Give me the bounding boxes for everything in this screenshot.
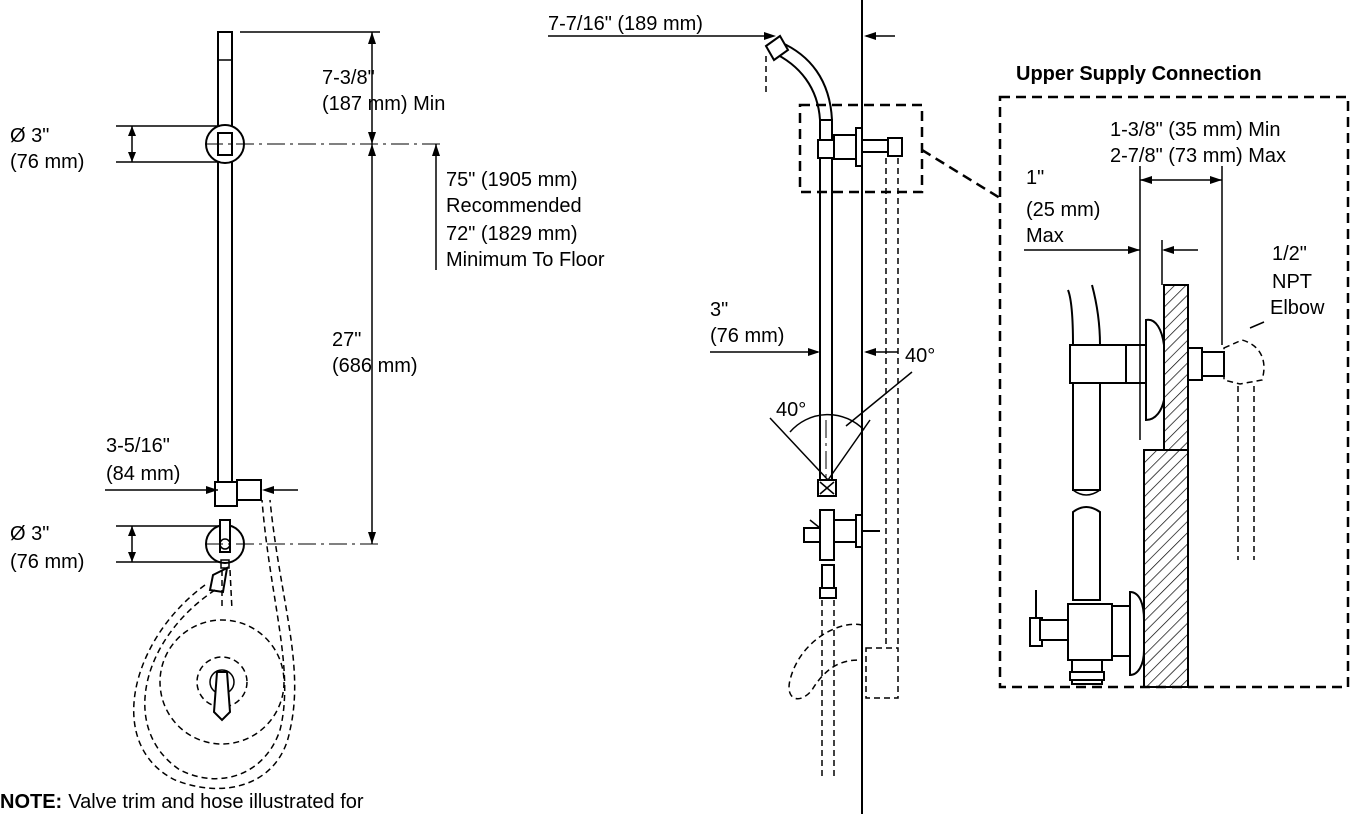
note: NOTE: Valve trim and hose illustrated for xyxy=(0,791,364,813)
wall-max: 1" xyxy=(1026,167,1044,189)
minimum-height: 72" (1829 mm) xyxy=(446,223,578,245)
angle-left: 40° xyxy=(776,399,806,421)
upper-diameter-mm: (76 mm) xyxy=(10,151,84,173)
bar-length-mm: (686 mm) xyxy=(332,355,418,377)
elbow-type: NPT xyxy=(1272,271,1312,293)
lower-diameter-mm: (76 mm) xyxy=(10,551,84,573)
arm-reach: 7-7/16" (189 mm) xyxy=(548,13,703,35)
wall-max-label: Max xyxy=(1026,225,1064,247)
shower-holder xyxy=(214,481,238,507)
upper-supply-detail: Upper Supply Connection 1-3/8" (35 mm) M… xyxy=(998,63,1350,689)
valve-trim xyxy=(159,619,285,745)
elbow-size: 1/2" xyxy=(1272,243,1307,265)
note-text: Valve trim and hose illustrated for xyxy=(68,791,364,813)
top-dimension-mm: (187 mm) Min xyxy=(322,93,445,115)
bar-offset-mm: (76 mm) xyxy=(710,325,784,347)
recommended-height: 75" (1905 mm) xyxy=(446,169,578,191)
holder-offset-mm: (84 mm) xyxy=(106,463,180,485)
front-view: 7-3/8" (187 mm) Min Ø 3" (76 mm) 75" (19… xyxy=(10,31,605,790)
side-view: 7-7/16" (189 mm) 3" (76 mm) 40° 40° xyxy=(548,0,1001,814)
wall-max-mm: (25 mm) xyxy=(1026,199,1100,221)
bar-length: 27" xyxy=(332,329,361,351)
recommended-label: Recommended xyxy=(446,195,582,217)
bar-offset: 3" xyxy=(710,299,728,321)
max-depth: 2-7/8" (73 mm) Max xyxy=(1110,145,1286,167)
hose xyxy=(144,499,286,780)
detail-title: Upper Supply Connection xyxy=(1016,63,1262,85)
detail-callout-box xyxy=(798,103,924,194)
wall-section xyxy=(1143,449,1189,688)
riser-pipe xyxy=(1067,284,1101,491)
angle-right: 40° xyxy=(905,345,935,367)
holder-offset: 3-5/16" xyxy=(106,435,170,457)
min-depth: 1-3/8" (35 mm) Min xyxy=(1110,119,1280,141)
note-label: NOTE: xyxy=(0,791,62,813)
elbow-label: Elbow xyxy=(1270,297,1325,319)
lower-diameter: Ø 3" xyxy=(10,523,49,545)
upper-diameter: Ø 3" xyxy=(10,125,49,147)
minimum-label: Minimum To Floor xyxy=(446,249,605,271)
slide-bar xyxy=(217,31,233,483)
top-dimension: 7-3/8" xyxy=(322,67,375,89)
